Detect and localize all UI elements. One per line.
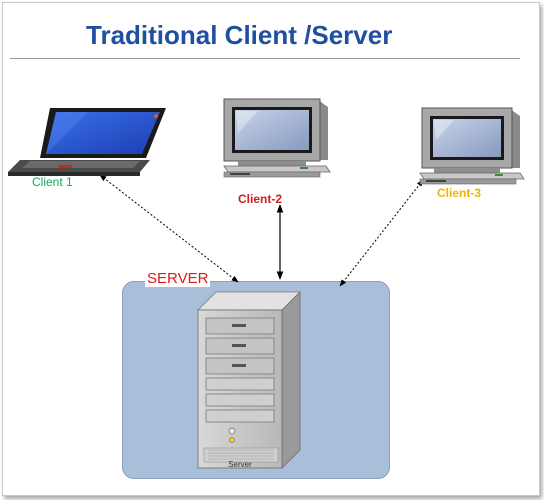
- desktop-computer-icon: [223, 98, 331, 178]
- connector-client3-server: [339, 179, 424, 287]
- server-label: SERVER: [145, 270, 211, 287]
- client-1-label: Client 1: [32, 175, 73, 189]
- desktop-computer-icon: [419, 107, 525, 185]
- client-2-label: Client-2: [238, 192, 283, 206]
- client-3-label: Client-3: [437, 186, 482, 200]
- server-tower-icon: Server: [197, 291, 301, 469]
- laptop-icon: [8, 108, 166, 176]
- page-title: Traditional Client /Server: [86, 20, 393, 50]
- connector-client1-server: [99, 174, 239, 283]
- server-case-text: Server: [228, 460, 252, 469]
- title-divider: [10, 58, 520, 59]
